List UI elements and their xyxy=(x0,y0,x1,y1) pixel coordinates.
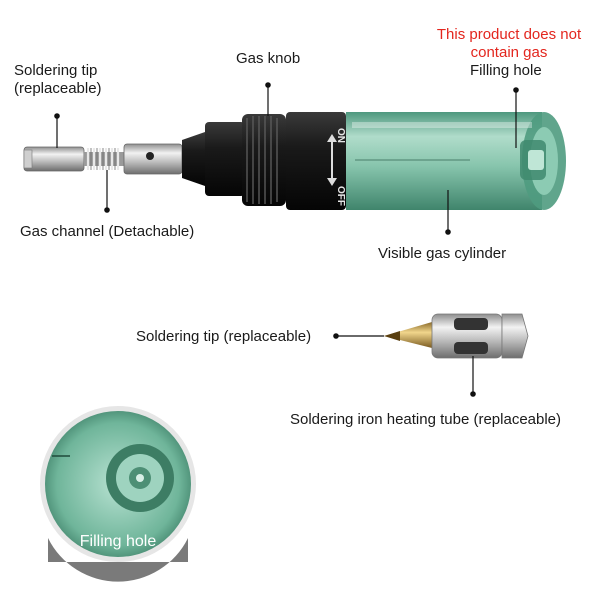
warning-line1: This product does not xyxy=(436,26,582,43)
soldering-tip-top-line1: Soldering tip xyxy=(14,62,98,79)
heating-tube-label: Soldering iron heating tube (replaceable… xyxy=(290,411,562,428)
soldering-tip-part xyxy=(23,146,85,172)
soldering-tip-top-line2: (replaceable) xyxy=(14,80,102,97)
knob-off-text: OFF xyxy=(335,186,346,206)
gas-knob-part: ON OFF xyxy=(182,112,346,210)
soldering-tip-middle-label: Soldering tip (replaceable) xyxy=(136,328,312,345)
visible-gas-cylinder-label: Visible gas cylinder xyxy=(378,245,507,262)
filling-hole-badge xyxy=(40,406,196,582)
heating-tube-part xyxy=(384,313,529,359)
filling-hole-badge-label: Filling hole xyxy=(79,533,157,550)
gas-cylinder-part xyxy=(346,112,566,210)
leader-lines xyxy=(54,82,519,397)
no-gas-warning: This product does not contain gas xyxy=(426,26,592,62)
knob-on-text: ON xyxy=(335,128,346,143)
gas-channel-label: Gas channel (Detachable) xyxy=(20,223,195,240)
gas-knob-label: Gas knob xyxy=(236,50,301,67)
soldering-tip-top-label: Soldering tip (replaceable) xyxy=(14,62,102,98)
warning-line2: contain gas xyxy=(470,44,548,61)
filling-hole-top-label: Filling hole xyxy=(470,62,542,79)
gas-channel-part xyxy=(84,143,183,175)
